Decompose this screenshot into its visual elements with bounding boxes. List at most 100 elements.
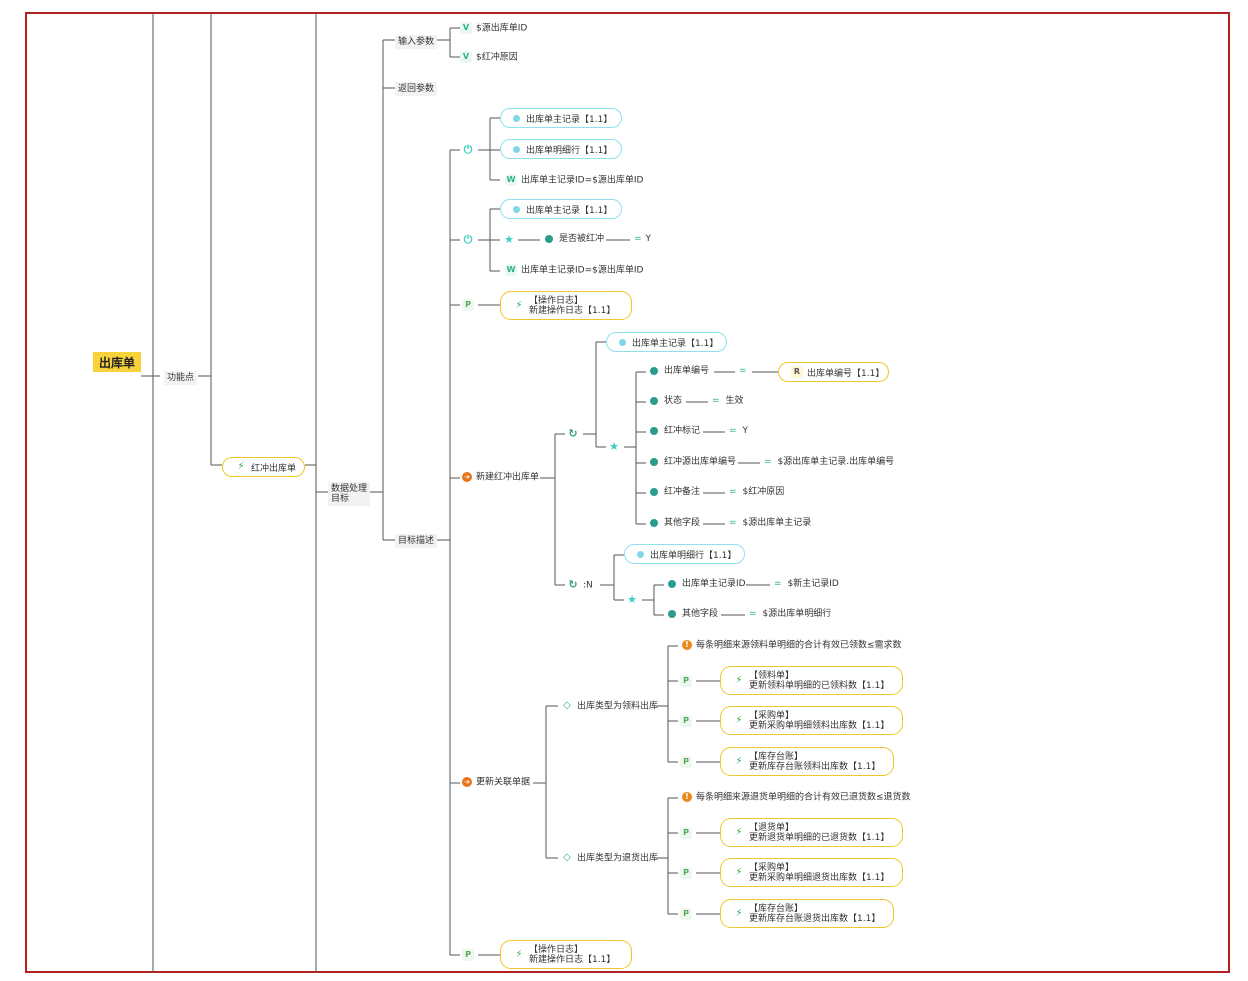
node-function-points[interactable]: 功能点 — [164, 371, 198, 385]
value-other[interactable]: =$源出库单主记录 — [729, 518, 811, 528]
cycle-node-1[interactable]: ↻ — [567, 428, 583, 440]
p-node-b2[interactable]: P — [680, 867, 696, 879]
pill-new-main-record[interactable]: 出库单主记录【1.1】 — [606, 332, 727, 352]
warn-picking[interactable]: !每条明细来源领料单明细的合计有效已领数≤需求数 — [682, 640, 902, 651]
pill-outbound-detail[interactable]: 出库单明细行【1.1】 — [500, 139, 622, 159]
equals-sign: = — [729, 487, 737, 497]
equals-sign: = — [764, 457, 772, 467]
warn-return[interactable]: !每条明细来源退货单明细的合计有效已退货数≤退货数 — [682, 792, 911, 803]
power-icon: ⏻ — [463, 233, 473, 246]
node-return-params[interactable]: 返回参数 — [395, 82, 438, 96]
node-label: 更新关联单据 — [476, 777, 531, 788]
p-node-b1[interactable]: P — [680, 827, 696, 839]
warn-label: 每条明细来源领料单明细的合计有效已领数≤需求数 — [696, 640, 902, 651]
field-status[interactable]: 状态 — [650, 396, 682, 406]
node-red-flush-outbound[interactable]: ⚡ 红冲出库单 — [222, 457, 305, 477]
value-red-source-no[interactable]: =$源出库单主记录.出库单编号 — [764, 457, 894, 467]
cycle-label: :N — [583, 580, 593, 591]
pill-action-a1[interactable]: ⚡【领料单】更新领料单明细的已领料数【1.1】 — [720, 666, 903, 695]
pill-action-a2[interactable]: ⚡【采购单】更新采购单明细领料出库数【1.1】 — [720, 706, 903, 735]
pill-label: 出库单主记录【1.1】 — [632, 338, 719, 349]
field-label: 状态 — [664, 396, 683, 406]
database-icon — [650, 366, 658, 375]
pill-label: 出库单明细行【1.1】 — [650, 550, 737, 561]
field-main-record-id[interactable]: 出库单主记录ID — [668, 579, 746, 589]
value-label: $源出库单主记录 — [742, 518, 812, 528]
block2-icon-node[interactable]: ⏻ — [462, 234, 478, 246]
equals-sign: = — [634, 234, 642, 244]
star-node-3[interactable]: ★ — [626, 594, 642, 606]
pill-label: 出库单主记录【1.1】 — [526, 114, 613, 125]
log1-p-node[interactable]: P — [462, 299, 478, 311]
value-label: $新主记录ID — [787, 579, 839, 589]
procedure-icon: P — [680, 675, 692, 687]
value-status[interactable]: =生效 — [712, 396, 744, 406]
cycle-node-n[interactable]: ↻:N — [567, 579, 593, 591]
star-icon: ★ — [609, 440, 619, 453]
value-red-remark[interactable]: =$红冲原因 — [729, 487, 784, 497]
node-target-description[interactable]: 目标描述 — [395, 534, 438, 548]
procedure-icon: P — [462, 299, 474, 311]
pill-operation-log-1[interactable]: ⚡【操作日志】新建操作日志【1.1】 — [500, 291, 632, 320]
field-red-source-no[interactable]: 红冲源出库单编号 — [650, 457, 736, 467]
database-icon — [650, 396, 658, 405]
lightning-icon: ⚡ — [735, 907, 743, 919]
param-source-outbound-id[interactable]: V$源出库单ID — [460, 22, 527, 34]
node-new-red-flush[interactable]: ➔新建红冲出库单 — [462, 472, 539, 483]
case-picking-outbound[interactable]: ◇出库类型为领料出库 — [561, 700, 658, 712]
pill-operation-log-2[interactable]: ⚡【操作日志】新建操作日志【1.1】 — [500, 940, 632, 969]
p-node-b3[interactable]: P — [680, 908, 696, 920]
log2-p-node[interactable]: P — [462, 949, 478, 961]
param-label: $红冲原因 — [476, 52, 518, 63]
field-outbound-no[interactable]: 出库单编号 — [650, 366, 709, 376]
field-detail-other[interactable]: 其他字段 — [668, 609, 718, 619]
value-detail-other[interactable]: =$源出库单明细行 — [749, 609, 831, 619]
pill-outbound-main-record-2[interactable]: 出库单主记录【1.1】 — [500, 199, 622, 219]
p-node-a2[interactable]: P — [680, 715, 696, 727]
power-icon: ⏻ — [463, 143, 473, 156]
pill-action-a3[interactable]: ⚡【库存台账】更新库存台账领料出库数【1.1】 — [720, 747, 894, 776]
equals-sign: = — [729, 426, 737, 436]
pill-action-b3[interactable]: ⚡【库存台账】更新库存台账退货出库数【1.1】 — [720, 899, 894, 928]
equals-sign: = — [774, 579, 782, 589]
block1-icon-node[interactable]: ⏻ — [462, 144, 478, 156]
lightning-icon: ⚡ — [735, 755, 743, 767]
database-icon — [650, 518, 658, 527]
equals-sign: = — [739, 366, 747, 376]
field-red-flag[interactable]: 红冲标记 — [650, 426, 700, 436]
pill-action-b1[interactable]: ⚡【退货单】更新退货单明细的已退货数【1.1】 — [720, 818, 903, 847]
pill-outbound-main-record[interactable]: 出库单主记录【1.1】 — [500, 108, 622, 128]
pill-new-detail[interactable]: 出库单明细行【1.1】 — [624, 544, 745, 564]
case-return-outbound[interactable]: ◇出库类型为退货出库 — [561, 852, 658, 864]
where-icon: W — [505, 174, 517, 186]
field-red-remark[interactable]: 红冲备注 — [650, 487, 700, 497]
value-label: Y — [645, 234, 652, 244]
star-node-1[interactable]: ★ — [503, 234, 519, 246]
pill-line2: 更新领料单明细的已领料数【1.1】 — [749, 680, 890, 691]
pill-line1: 【退货单】 — [749, 822, 795, 833]
case-label: 出库类型为领料出库 — [577, 701, 659, 712]
root-node[interactable]: 出库单 — [93, 352, 141, 372]
p-node-a1[interactable]: P — [680, 675, 696, 687]
value-red-flag[interactable]: =Y — [729, 426, 748, 436]
field-label: 红冲源出库单编号 — [664, 457, 737, 467]
value-main-record-id[interactable]: = $新主记录ID — [774, 579, 839, 589]
where-icon: W — [505, 264, 517, 276]
star-node-2[interactable]: ★ — [608, 441, 624, 453]
field-other[interactable]: 其他字段 — [650, 518, 700, 528]
circle-icon — [513, 114, 520, 122]
pill-action-b2[interactable]: ⚡【采购单】更新采购单明细退货出库数【1.1】 — [720, 858, 903, 887]
field-is-red-flushed[interactable]: 是否被红冲 — [545, 234, 604, 244]
node-input-params[interactable]: 输入参数 — [395, 35, 438, 49]
case-label: 出库类型为退货出库 — [577, 853, 659, 864]
value-eq-y[interactable]: =Y — [634, 234, 651, 244]
node-data-processing-goal[interactable]: 数据处理 目标 — [328, 482, 371, 506]
p-node-a3[interactable]: P — [680, 756, 696, 768]
node-update-related[interactable]: ➔更新关联单据 — [462, 777, 530, 788]
param-red-flush-reason[interactable]: V$红冲原因 — [460, 51, 518, 63]
field-label: 红冲备注 — [664, 487, 701, 497]
